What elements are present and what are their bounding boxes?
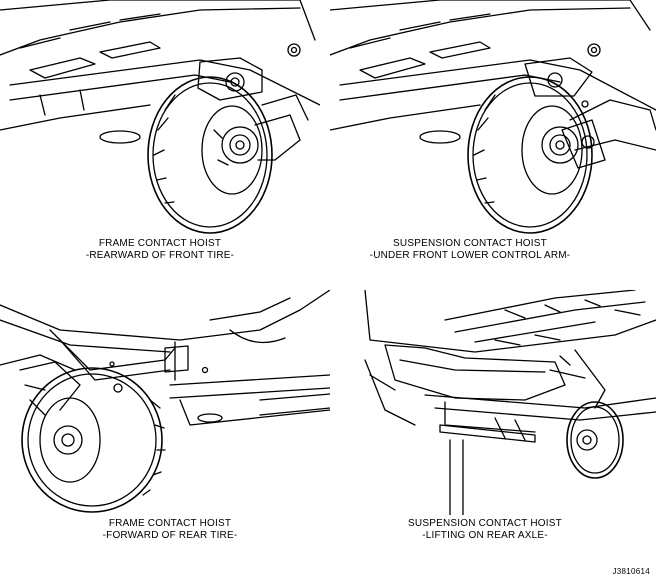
caption-panel-2: SUSPENSION CONTACT HOIST -UNDER FRONT LO… [360, 238, 580, 262]
caption-panel-4: SUSPENSION CONTACT HOIST -LIFTING ON REA… [375, 518, 595, 542]
illustration-rear-axle-suspension-hoist [364, 290, 656, 515]
panel-frame-hoist-rear: FRAME CONTACT HOIST -FORWARD OF REAR TIR… [0, 290, 330, 565]
caption-subtitle: -FORWARD OF REAR TIRE- [102, 530, 238, 541]
illustration-front-control-arm-suspension-hoist [330, 0, 656, 234]
figure-reference-number: J3810614 [612, 567, 650, 576]
caption-subtitle: -LIFTING ON REAR AXLE- [422, 530, 548, 541]
caption-panel-1: FRAME CONTACT HOIST -REARWARD OF FRONT T… [60, 238, 260, 262]
illustration-front-tire-frame-hoist [0, 0, 320, 234]
caption-title: SUSPENSION CONTACT HOIST [393, 238, 547, 249]
caption-title: FRAME CONTACT HOIST [108, 518, 232, 529]
panel-frame-hoist-front: FRAME CONTACT HOIST -REARWARD OF FRONT T… [0, 0, 320, 270]
panel-suspension-hoist-rear: SUSPENSION CONTACT HOIST -LIFTING ON REA… [355, 290, 656, 565]
caption-title: FRAME CONTACT HOIST [98, 238, 222, 249]
panel-suspension-hoist-front: SUSPENSION CONTACT HOIST -UNDER FRONT LO… [330, 0, 656, 270]
caption-title: SUSPENSION CONTACT HOIST [408, 518, 562, 529]
caption-subtitle: -UNDER FRONT LOWER CONTROL ARM- [369, 250, 571, 261]
caption-panel-3: FRAME CONTACT HOIST -FORWARD OF REAR TIR… [60, 518, 280, 542]
caption-subtitle: -REARWARD OF FRONT TIRE- [85, 250, 235, 261]
illustration-rear-tire-frame-hoist [0, 290, 330, 513]
